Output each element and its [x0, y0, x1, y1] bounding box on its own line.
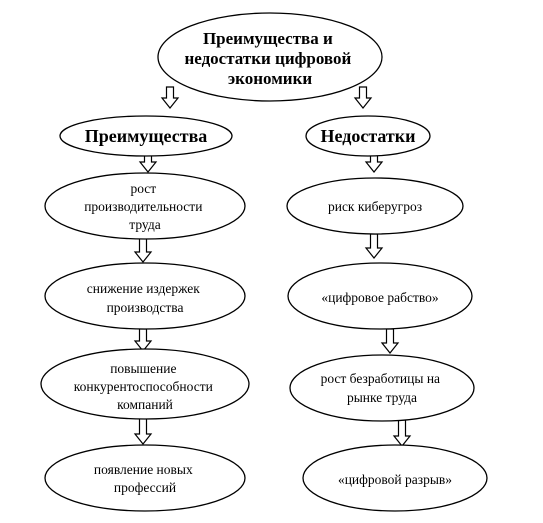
disadvantages-item-1: риск киберугроз — [286, 177, 464, 235]
title-text: Преимущества и недостатки цифровой эконо… — [184, 29, 355, 88]
title-line-1: Преимущества и — [203, 29, 333, 48]
disadvantages-item-3-line-1: рост безработицы на — [321, 371, 440, 386]
title-line-3: экономики — [228, 69, 313, 88]
advantages-item-1: рост производительности труда — [44, 172, 246, 240]
disadvantages-item-4: «цифровой разрыв» — [302, 444, 488, 512]
advantages-item-4-text: появление новых профессий — [94, 462, 196, 495]
disadvantages-item-4-line-1: «цифровой разрыв» — [338, 472, 452, 487]
advantages-item-1-line-2: производительности — [84, 199, 202, 214]
advantages-item-2-line-1: снижение издержек — [87, 281, 200, 296]
disadvantages-heading: Недостатки — [320, 126, 415, 146]
arrow-disadvantages-item-3-to-4 — [392, 419, 412, 447]
arrow-title-to-disadvantages — [353, 86, 373, 109]
advantages-item-3-line-1: повышение — [110, 361, 176, 376]
arrow-advantages-item-2-to-3 — [133, 328, 153, 352]
advantages-item-1-line-3: труда — [129, 217, 160, 232]
advantages-item-2-text: снижение издержек производства — [87, 281, 203, 315]
advantages-heading: Преимущества — [85, 126, 208, 146]
advantages-item-4-line-2: профессий — [114, 480, 176, 495]
advantages-item-3-text: повышение конкурентоспособности компаний — [74, 361, 216, 412]
arrow-title-to-advantages — [160, 86, 180, 109]
arrow-advantages-item-3-to-4 — [133, 417, 153, 445]
disadvantages-item-3: рост безработицы на рынке труда — [289, 354, 475, 422]
advantages-item-2-line-2: производства — [107, 300, 184, 315]
advantages-heading-node: Преимущества — [59, 115, 233, 157]
disadvantages-item-2-line-1: «цифровое рабство» — [321, 290, 438, 305]
disadvantages-item-2: «цифровое рабство» — [287, 262, 473, 330]
disadvantages-item-1-line-1: риск киберугроз — [328, 199, 422, 214]
advantages-item-4: появление новых профессий — [44, 444, 246, 512]
disadvantages-heading-node: Недостатки — [305, 115, 431, 157]
arrow-disadvantages-item-2-to-3 — [380, 328, 400, 354]
advantages-item-3: повышение конкурентоспособности компаний — [40, 348, 250, 420]
advantages-item-2: снижение издержек производства — [44, 262, 246, 330]
title-line-2: недостатки цифровой — [184, 49, 351, 68]
arrow-advantages-item-1-to-2 — [133, 237, 153, 263]
disadvantages-item-3-text: рост безработицы на рынке труда — [321, 371, 444, 405]
arrow-disadvantages-item-1-to-2 — [364, 233, 384, 259]
advantages-item-3-line-2: конкурентоспособности — [74, 379, 213, 394]
advantages-item-4-line-1: появление новых — [94, 462, 193, 477]
advantages-item-1-text: рост производительности труда — [84, 181, 206, 232]
disadvantages-item-3-line-2: рынке труда — [347, 390, 417, 405]
advantages-item-3-line-3: компаний — [117, 397, 173, 412]
title-node: Преимущества и недостатки цифровой эконо… — [157, 12, 383, 102]
advantages-item-1-line-1: рост — [130, 181, 156, 196]
